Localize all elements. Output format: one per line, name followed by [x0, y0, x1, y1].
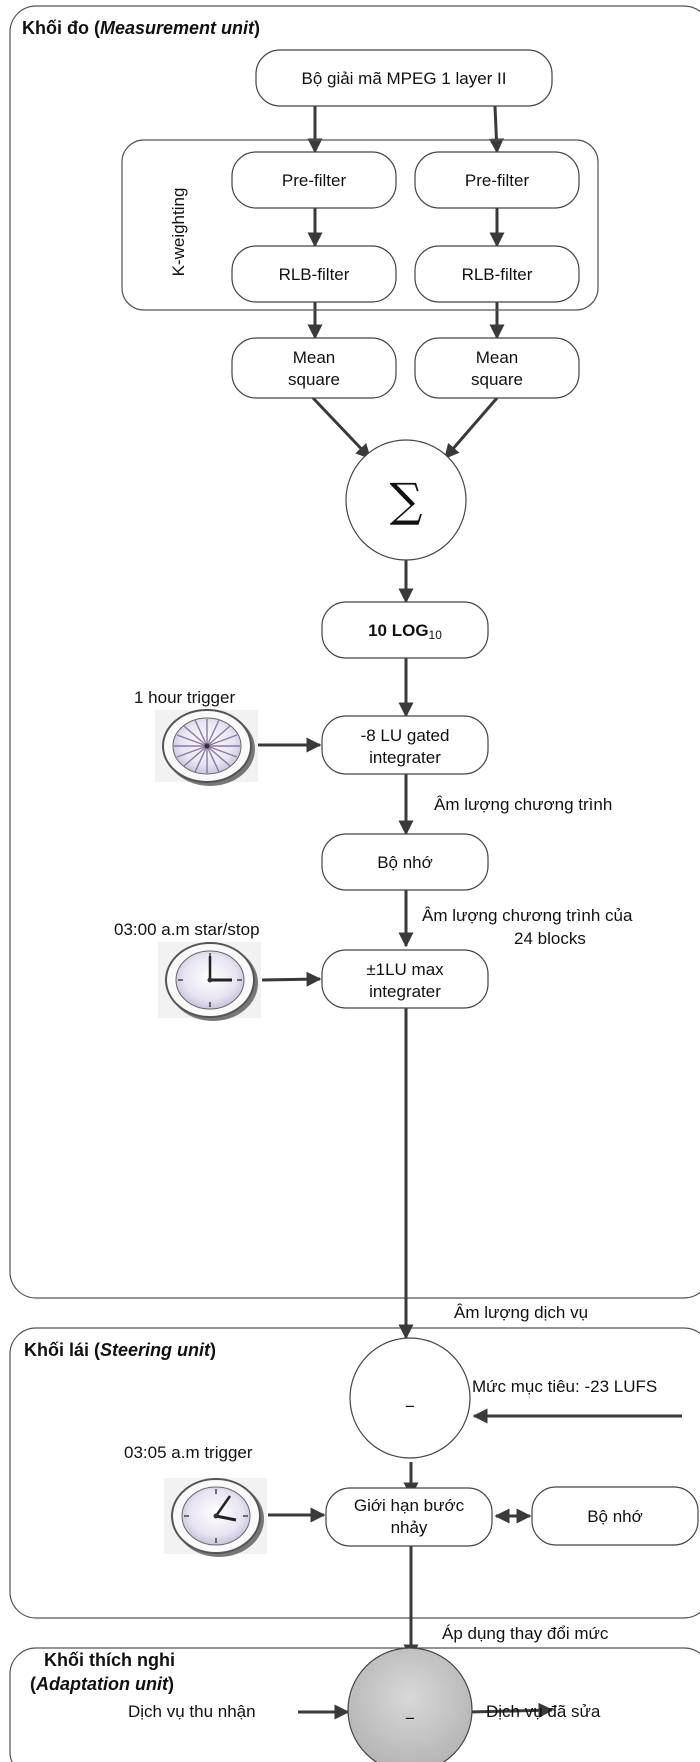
adaptation-minus-symbol: −: [405, 1709, 415, 1728]
rlb-right-box: [414, 245, 580, 303]
adaptation-unit-frame: [9, 1647, 700, 1762]
prefilter-right-box: [414, 151, 580, 209]
rlb-left-box: [231, 245, 397, 303]
output-service-label: Dịch vụ đã sửa: [486, 1702, 601, 1721]
measurement-unit-title: Khối đo (Measurement unit): [22, 18, 260, 38]
log-box: [321, 601, 489, 659]
apply-change-label: Áp dụng thay đổi mức: [442, 1624, 609, 1643]
mean-square-left-box: [231, 337, 397, 399]
gated-integrater-box: [321, 715, 489, 775]
program-24-label-2: 24 blocks: [514, 929, 586, 948]
trigger-0305-label: 03:05 a.m trigger: [124, 1443, 253, 1462]
prefilter-left-label: Pre-filter: [282, 171, 347, 190]
gated-integrater-label-1: -8 LU gated: [361, 726, 450, 745]
trigger-0300-label: 03:00 a.m star/stop: [114, 920, 260, 939]
clock-icon: [155, 709, 258, 786]
prefilter-left-box: [231, 151, 397, 209]
steering-minus-symbol: −: [405, 1397, 415, 1416]
mean-square-left-label-1: Mean: [293, 348, 336, 367]
measurement-unit-frame: [9, 5, 700, 1299]
edge-decoder-prefilter-right: [488, 105, 504, 154]
adaptation-unit-subtitle: (Adaptation unit): [30, 1674, 174, 1694]
rlb-right-label: RLB-filter: [462, 265, 533, 284]
memory-box: [321, 833, 489, 891]
steering-minus-node: [349, 1337, 471, 1459]
step-limit-label-1: Giới hạn bước: [354, 1496, 465, 1515]
clock-icon: [158, 942, 261, 1021]
mean-square-right-box: [414, 337, 580, 399]
steering-unit-frame: [9, 1327, 700, 1619]
edge-mean-sum-left: [311, 396, 372, 460]
k-weighting-label: K-weighting: [169, 188, 188, 277]
program-loudness-label: Âm lượng chương trình: [434, 795, 612, 814]
memory-label: Bộ nhớ: [377, 853, 433, 872]
k-weighting-group: [121, 139, 599, 311]
step-limit-label-2: nhảy: [391, 1518, 428, 1537]
adaptation-unit-title: Khối thích nghi: [44, 1650, 175, 1670]
decoder-box: [255, 49, 553, 107]
max-integrater-label-1: ±1LU max: [366, 960, 444, 979]
input-service-label: Dịch vụ thu nhận: [128, 1702, 256, 1721]
target-level-label: Mức mục tiêu: -23 LUFS: [472, 1377, 657, 1396]
edge-adapt-output: [469, 1702, 554, 1718]
max-integrater-label-2: integrater: [369, 982, 441, 1001]
edges: [258, 105, 682, 1720]
edge-clock2-max: [261, 971, 322, 987]
mean-square-left-label-2: square: [288, 370, 340, 389]
log-label: 10 LOG10: [368, 621, 442, 642]
max-integrater-box: [321, 949, 489, 1009]
sigma-symbol: ∑: [390, 473, 423, 527]
rlb-left-label: RLB-filter: [279, 265, 350, 284]
edge-mean-sum-right: [443, 397, 499, 460]
gated-integrater-label-2: integrater: [369, 748, 441, 767]
step-limit-box: [325, 1487, 493, 1547]
steering-memory-label: Bộ nhớ: [587, 1507, 643, 1526]
program-24-label-1: Âm lượng chương trình của: [422, 906, 633, 925]
steering-memory-box: [531, 1486, 699, 1546]
service-loudness-label: Âm lượng dịch vụ: [454, 1303, 588, 1322]
mean-square-right-label-1: Mean: [476, 348, 519, 367]
decoder-label: Bộ giải mã MPEG 1 layer II: [301, 69, 506, 88]
mean-square-right-label-2: square: [471, 370, 523, 389]
trigger-1hour-label: 1 hour trigger: [134, 688, 235, 707]
adaptation-minus-node: [347, 1647, 473, 1762]
steering-unit-title: Khối lái (Steering unit): [24, 1340, 216, 1360]
prefilter-right-label: Pre-filter: [465, 171, 530, 190]
clock-icon: [164, 1478, 267, 1557]
sum-node: [345, 439, 467, 561]
